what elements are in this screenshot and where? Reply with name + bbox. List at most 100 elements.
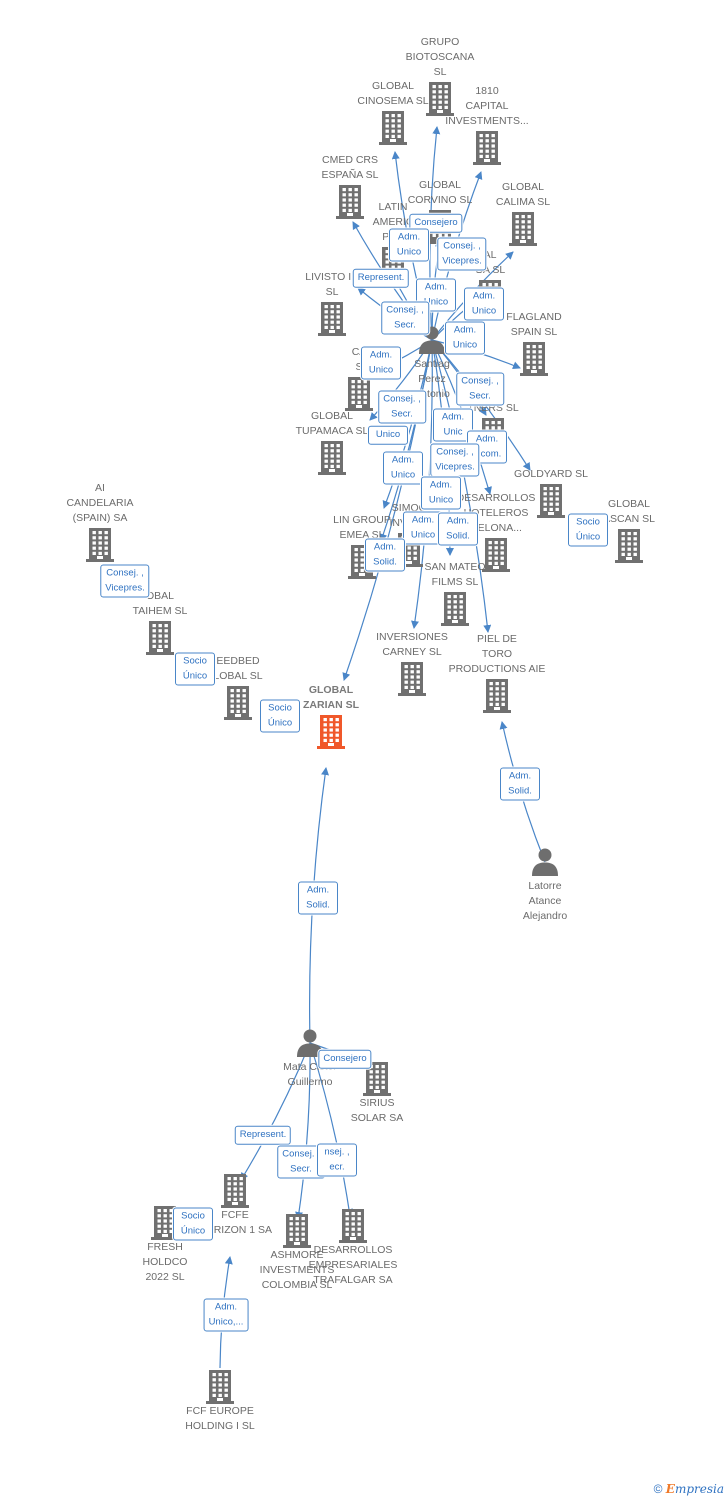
- role-label[interactable]: Consejero: [318, 1049, 372, 1069]
- company-node-ashmore[interactable]: ASHMORE INVESTMENTS COLOMBIA SL: [237, 1212, 357, 1293]
- node-label: PIEL DE TORO PRODUCTIONS AIE: [448, 633, 546, 675]
- building-icon: [474, 342, 594, 376]
- role-label[interactable]: nsej. , ecr.: [317, 1143, 357, 1177]
- building-icon: [463, 212, 583, 246]
- node-label: GLOBAL CORVINO SL: [407, 179, 473, 206]
- building-icon: [272, 302, 392, 336]
- building-icon: [437, 679, 557, 713]
- building-icon: [299, 377, 419, 411]
- building-icon: [293, 1209, 413, 1243]
- company-node-cmed-crs[interactable]: CMED CRS ESPAÑA SL: [290, 153, 410, 219]
- building-icon: [178, 686, 298, 720]
- building-icon: [237, 1214, 357, 1248]
- building-icon: [333, 111, 453, 145]
- building-icon: [491, 484, 611, 518]
- company-node-global-calima[interactable]: GLOBAL CALIMA SL: [463, 180, 583, 246]
- role-label[interactable]: Adm. Unico: [464, 287, 504, 321]
- building-icon: [427, 131, 547, 165]
- role-label[interactable]: Consej. , Secr.: [381, 301, 429, 335]
- role-label[interactable]: Adm. Unico,...: [203, 1298, 249, 1332]
- company-node-global-cinosema[interactable]: GLOBAL CINOSEMA SL: [333, 79, 453, 145]
- company-node-inversiones-carney[interactable]: INVERSIONES CARNEY SL: [352, 630, 472, 696]
- role-label[interactable]: Consejero: [409, 213, 463, 233]
- company-node-piel-de-toro[interactable]: PIEL DE TORO PRODUCTIONS AIE: [437, 632, 557, 713]
- role-label[interactable]: Socio Único: [260, 699, 300, 733]
- node-label: SIRIUS SOLAR SA: [350, 1097, 404, 1124]
- role-label[interactable]: Adm. Unico: [361, 346, 401, 380]
- company-node-seedbed[interactable]: EEDBED LOBAL SL: [178, 654, 298, 720]
- node-label: 1810 CAPITAL INVESTMENTS...: [445, 85, 529, 127]
- person-icon: [250, 1028, 370, 1058]
- role-label[interactable]: Consej. , Vicepres.: [430, 443, 480, 477]
- role-label[interactable]: Adm. Solid.: [500, 767, 540, 801]
- node-label: FCF EUROPE HOLDING I SL: [185, 1405, 255, 1432]
- role-label[interactable]: Socio Único: [173, 1207, 213, 1241]
- role-label[interactable]: Adm. Solid.: [298, 881, 338, 915]
- company-node-ai-candelaria[interactable]: AI CANDELARIA (SPAIN) SA: [40, 481, 160, 562]
- node-label: SAN MATEO FILMS SL: [424, 561, 486, 588]
- relation-edge: [309, 1042, 353, 1217]
- role-label[interactable]: Consej. , Secr.: [277, 1145, 325, 1179]
- building-icon: [100, 621, 220, 655]
- node-label: AI CANDELARIA (SPAIN) SA: [66, 482, 134, 524]
- role-label[interactable]: Represent.: [234, 1125, 292, 1145]
- company-node-sirius-solar[interactable]: SIRIUS SOLAR SA: [317, 1060, 437, 1126]
- node-label: GLOBAL ZARIAN SL: [303, 684, 359, 711]
- role-label[interactable]: Adm. Solid.: [365, 538, 405, 572]
- copyright-symbol: ©: [653, 1482, 663, 1496]
- company-node-san-mateo[interactable]: SAN MATEO FILMS SL: [395, 560, 515, 626]
- company-node-desarrollos-hoteleros[interactable]: DESARROLLOS HOTELEROS CELONA...: [436, 491, 556, 572]
- node-label: DESARROLLOS HOTELEROS CELONA...: [456, 492, 536, 534]
- building-icon: [160, 1370, 280, 1404]
- building-icon: [380, 82, 500, 116]
- company-node-desarrollos-trafalgar[interactable]: DESARROLLOS EMPRESARIALES TRAFALGAR SA: [293, 1207, 413, 1288]
- building-icon: [395, 592, 515, 626]
- role-label[interactable]: Adm. Unico: [421, 476, 461, 510]
- role-label[interactable]: Consej. , Vicepres.: [100, 564, 150, 598]
- node-label: GLOBAL ASCAN SL: [603, 498, 655, 525]
- person-node-latorre[interactable]: Latorre Atance Alejandro: [485, 847, 605, 924]
- role-label[interactable]: Adm. Unico: [389, 228, 429, 262]
- node-label: Mata Cister Guillermo: [283, 1061, 337, 1088]
- company-node-1810-capital[interactable]: 1810 CAPITAL INVESTMENTS...: [427, 84, 547, 165]
- role-label[interactable]: Consej. , Secr.: [378, 390, 426, 424]
- role-label[interactable]: Adm. Unico: [383, 451, 423, 485]
- node-label: FRESH HOLDCO 2022 SL: [142, 1241, 188, 1283]
- role-label[interactable]: Socio Único: [568, 513, 608, 547]
- building-icon: [352, 662, 472, 696]
- node-label: Latorre Atance Alejandro: [522, 880, 568, 922]
- company-node-fresh-holdco[interactable]: FRESH HOLDCO 2022 SL: [105, 1204, 225, 1285]
- company-node-flagland[interactable]: FLAGLAND SPAIN SL: [474, 310, 594, 376]
- building-icon: [105, 1206, 225, 1240]
- empresia-logo[interactable]: Empresia: [665, 1482, 724, 1496]
- role-label[interactable]: Unico: [368, 425, 408, 445]
- role-label[interactable]: Consej. , Secr.: [456, 372, 504, 406]
- role-label[interactable]: Consej. , Vicepres.: [437, 237, 487, 271]
- relation-edge: [342, 339, 433, 681]
- company-node-global-taihem[interactable]: OBAL TAIHEM SL: [100, 589, 220, 655]
- node-label: GRUPO BIOTOSCANA SL: [405, 36, 475, 78]
- building-icon: [569, 529, 689, 563]
- company-node-grupo-biotoscana[interactable]: GRUPO BIOTOSCANA SL: [380, 35, 500, 116]
- relation-edge: [382, 339, 433, 509]
- company-node-fcfe-horizon[interactable]: FCFE HORIZON 1 SA: [175, 1172, 295, 1238]
- role-label[interactable]: Represent.: [352, 268, 410, 288]
- role-label[interactable]: Adm. Unic: [433, 408, 473, 442]
- role-label[interactable]: Adm. Unico: [403, 511, 443, 545]
- node-label: GLOBAL CINOSEMA SL: [357, 80, 429, 107]
- relation-edge: [295, 1042, 311, 1220]
- company-node-global-tupamaca[interactable]: GLOBAL TUPAMACA SL: [272, 409, 392, 475]
- company-node-global-ascan[interactable]: GLOBAL ASCAN SL: [569, 497, 689, 563]
- role-label[interactable]: Adm. Solid.: [438, 512, 478, 546]
- person-icon: [372, 325, 492, 355]
- node-label: GOLDYARD SL: [514, 468, 588, 480]
- role-label[interactable]: Socio Único: [175, 652, 215, 686]
- company-node-livisto[interactable]: LIVISTO IN SL: [272, 270, 392, 336]
- person-node-mata-cister[interactable]: Mata Cister Guillermo: [250, 1028, 370, 1090]
- company-node-global-zarian[interactable]: GLOBAL ZARIAN SL: [271, 683, 391, 749]
- company-node-fcf-europe[interactable]: FCF EUROPE HOLDING I SL: [160, 1368, 280, 1434]
- role-label[interactable]: Adm. Unico: [445, 321, 485, 355]
- node-label: GLOBAL TUPAMACA SL: [295, 410, 369, 437]
- company-node-goldyard[interactable]: GOLDYARD SL: [491, 467, 611, 518]
